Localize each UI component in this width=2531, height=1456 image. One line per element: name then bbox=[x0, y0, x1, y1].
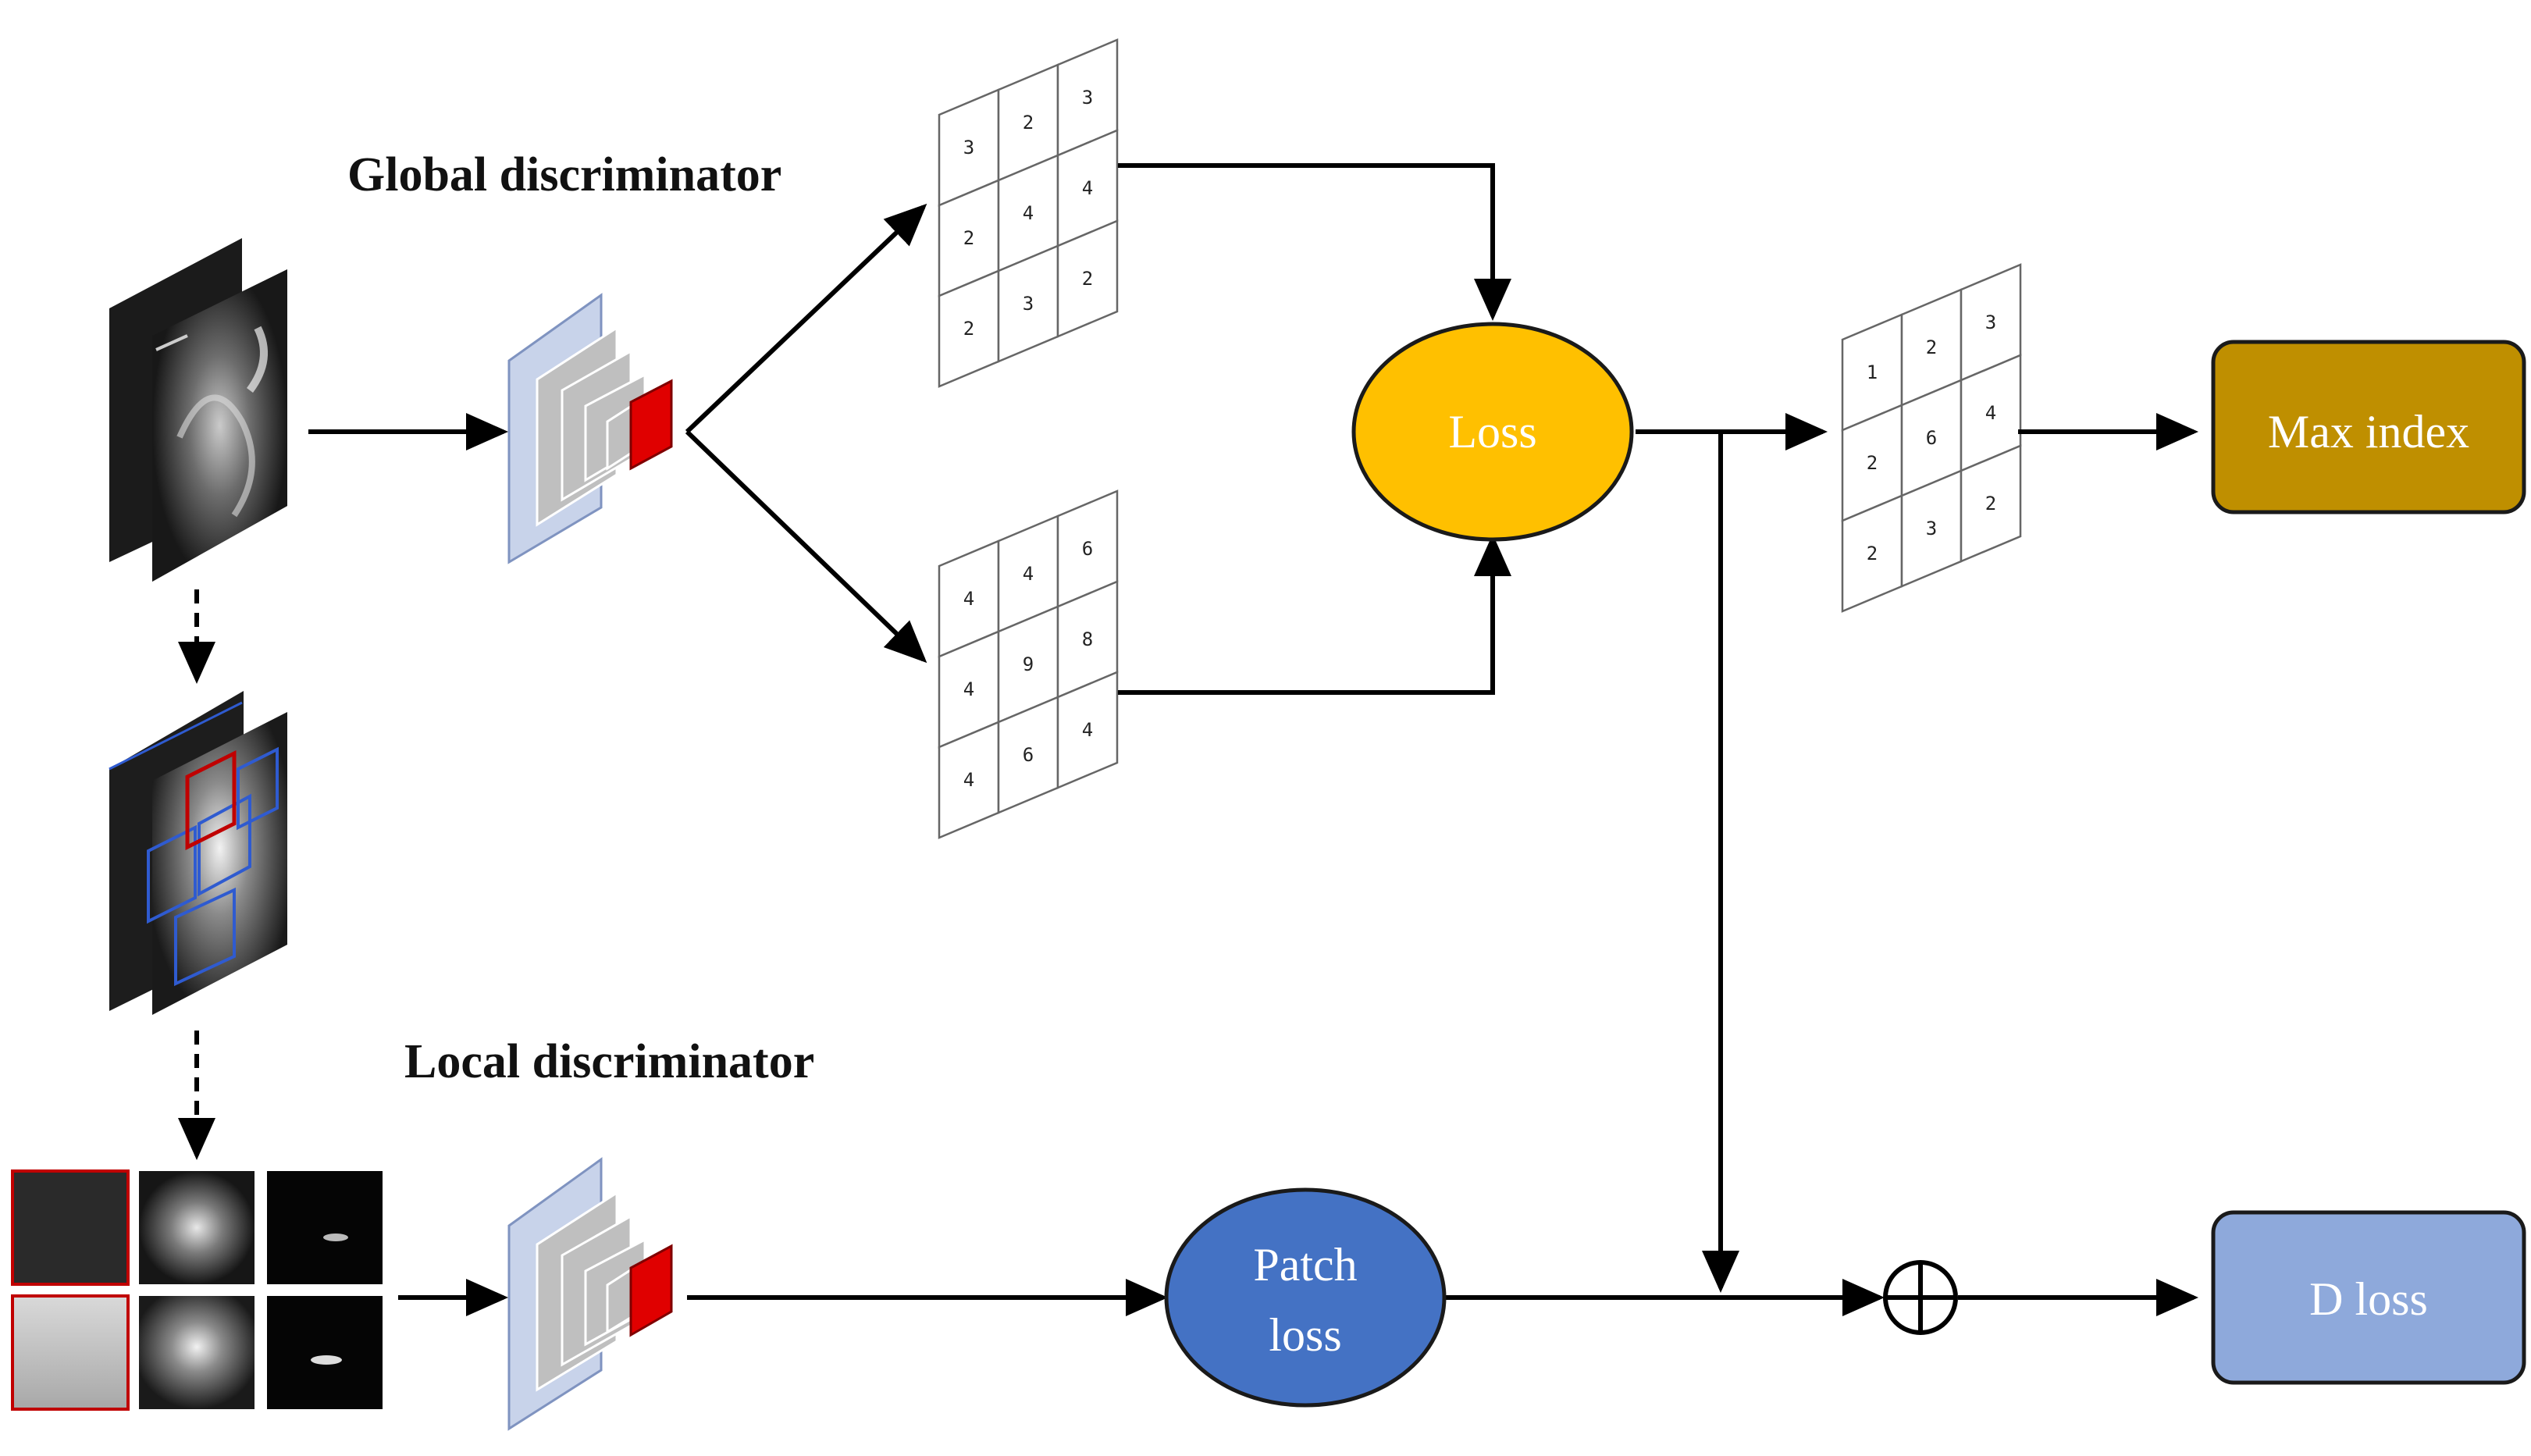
grid-cell-value: 2 bbox=[963, 227, 974, 249]
local-discriminator-title: Local discriminator bbox=[404, 1035, 814, 1088]
local-discriminator-network bbox=[507, 1157, 673, 1431]
grid-cell-value: 8 bbox=[1082, 628, 1093, 650]
grid-cell-value: 4 bbox=[963, 678, 974, 700]
grid-cell-value: 6 bbox=[1023, 744, 1034, 766]
global-discriminator-network bbox=[507, 293, 673, 564]
grid-cell-value: 1 bbox=[1867, 361, 1878, 383]
max-index-node: Max index bbox=[2211, 340, 2526, 514]
grid-cell bbox=[1056, 671, 1119, 789]
loss-label: Loss bbox=[1448, 406, 1536, 457]
input-image-stack bbox=[109, 238, 287, 582]
global-output-grid-top: 3 2 3 2 4 4 2 3 2 bbox=[938, 38, 1119, 388]
grid-cell-value: 9 bbox=[1023, 653, 1034, 675]
grid-cell-value: 2 bbox=[1867, 543, 1878, 564]
grid-cell-value: 2 bbox=[1023, 112, 1034, 133]
grid-cell bbox=[1056, 219, 1119, 338]
arrow-global-net-to-grid-top bbox=[685, 203, 927, 434]
grid-cell-value: 2 bbox=[1867, 452, 1878, 474]
grid-cell bbox=[1960, 444, 2022, 563]
grid-cell-value: 3 bbox=[963, 137, 974, 158]
grid-cell-value: 4 bbox=[1985, 402, 1996, 424]
grid-cell-value: 4 bbox=[963, 769, 974, 791]
global-discriminator-title: Global discriminator bbox=[347, 148, 781, 201]
grid-cell-value: 2 bbox=[963, 318, 974, 340]
grid-cell-value: 4 bbox=[1023, 202, 1034, 224]
arrow-global-net-to-grid-bottom bbox=[685, 429, 927, 664]
patch-loss-label-line1: Patch bbox=[1253, 1239, 1357, 1290]
grid-cell-value: 2 bbox=[1926, 336, 1937, 358]
max-index-label: Max index bbox=[2268, 406, 2469, 457]
loss-node: Loss bbox=[1351, 322, 1634, 542]
grid-cell-value: 2 bbox=[1985, 493, 1996, 514]
cropped-image-stack bbox=[109, 691, 287, 1015]
grid-cell-value: 3 bbox=[1926, 518, 1937, 539]
d-loss-node: D loss bbox=[2211, 1210, 2526, 1385]
grid-cell-value: 4 bbox=[1082, 177, 1093, 199]
loss-map-grid: 1 2 3 2 6 4 2 3 2 bbox=[1841, 263, 2022, 613]
global-output-grid-bottom: 4 4 6 4 9 8 4 6 4 bbox=[938, 489, 1119, 839]
grid-cell-value: 4 bbox=[1082, 719, 1093, 741]
arrow-grid-top-to-loss bbox=[1118, 163, 1511, 321]
d-loss-label: D loss bbox=[2309, 1273, 2428, 1325]
grid-cell-value: 3 bbox=[1023, 293, 1034, 315]
patch-loss-label-line2: loss bbox=[1269, 1309, 1341, 1361]
grid-cell-value: 4 bbox=[963, 588, 974, 610]
patch-tiles bbox=[11, 1169, 383, 1411]
circle-plus-icon bbox=[1883, 1260, 1958, 1335]
grid-cell-value: 3 bbox=[1082, 87, 1093, 109]
grid-cell-value: 6 bbox=[1082, 538, 1093, 560]
grid-cell-value: 4 bbox=[1023, 563, 1034, 585]
grid-cell-value: 3 bbox=[1985, 311, 1996, 333]
arrow-grid-bottom-to-loss bbox=[1118, 534, 1511, 695]
patch-loss-node: Patch loss bbox=[1164, 1187, 1447, 1408]
grid-cell-value: 6 bbox=[1926, 427, 1937, 449]
grid-cell-value: 2 bbox=[1082, 268, 1093, 290]
